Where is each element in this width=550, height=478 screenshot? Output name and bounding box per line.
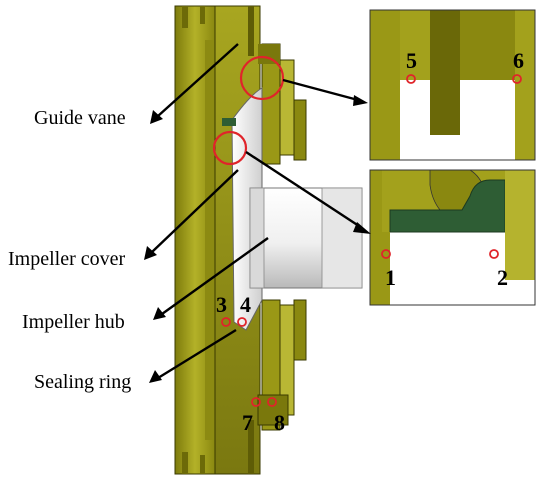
point-label-8: 8 (274, 410, 285, 435)
point-label-2: 2 (497, 265, 508, 290)
point-label-5: 5 (406, 48, 417, 73)
label-impeller-cover: Impeller cover (8, 248, 125, 270)
marker-3 (221, 317, 231, 327)
highlight-circle-mid (212, 130, 248, 166)
detail-bottom (369, 169, 536, 306)
marker-6 (512, 74, 522, 84)
label-impeller-hub: Impeller hub (22, 311, 125, 333)
marker-7 (251, 397, 261, 407)
point-label-7: 7 (242, 410, 253, 435)
marker-5 (406, 74, 416, 84)
right-casing-top (258, 43, 307, 165)
marker-8 (267, 397, 277, 407)
callout-arrows (144, 43, 371, 383)
marker-2 (489, 249, 499, 259)
main-section (174, 5, 363, 475)
vane-slot-top (248, 6, 254, 56)
label-guide-vane: Guide vane (34, 107, 126, 129)
marker-1 (381, 249, 391, 259)
point-label-3: 3 (216, 292, 227, 317)
point-label-4: 4 (240, 292, 251, 317)
impeller-hub (249, 187, 363, 289)
label-sealing-ring: Sealing ring (34, 371, 131, 393)
seal-small (222, 118, 236, 126)
point-label-1: 1 (385, 265, 396, 290)
guide-vane-plate (174, 5, 216, 475)
point-label-6: 6 (513, 48, 524, 73)
vane-slot-bottom (248, 420, 254, 474)
right-casing-bottom (257, 299, 307, 431)
detail-top (369, 9, 536, 161)
marker-4 (237, 317, 247, 327)
highlight-circle-top (239, 55, 285, 101)
